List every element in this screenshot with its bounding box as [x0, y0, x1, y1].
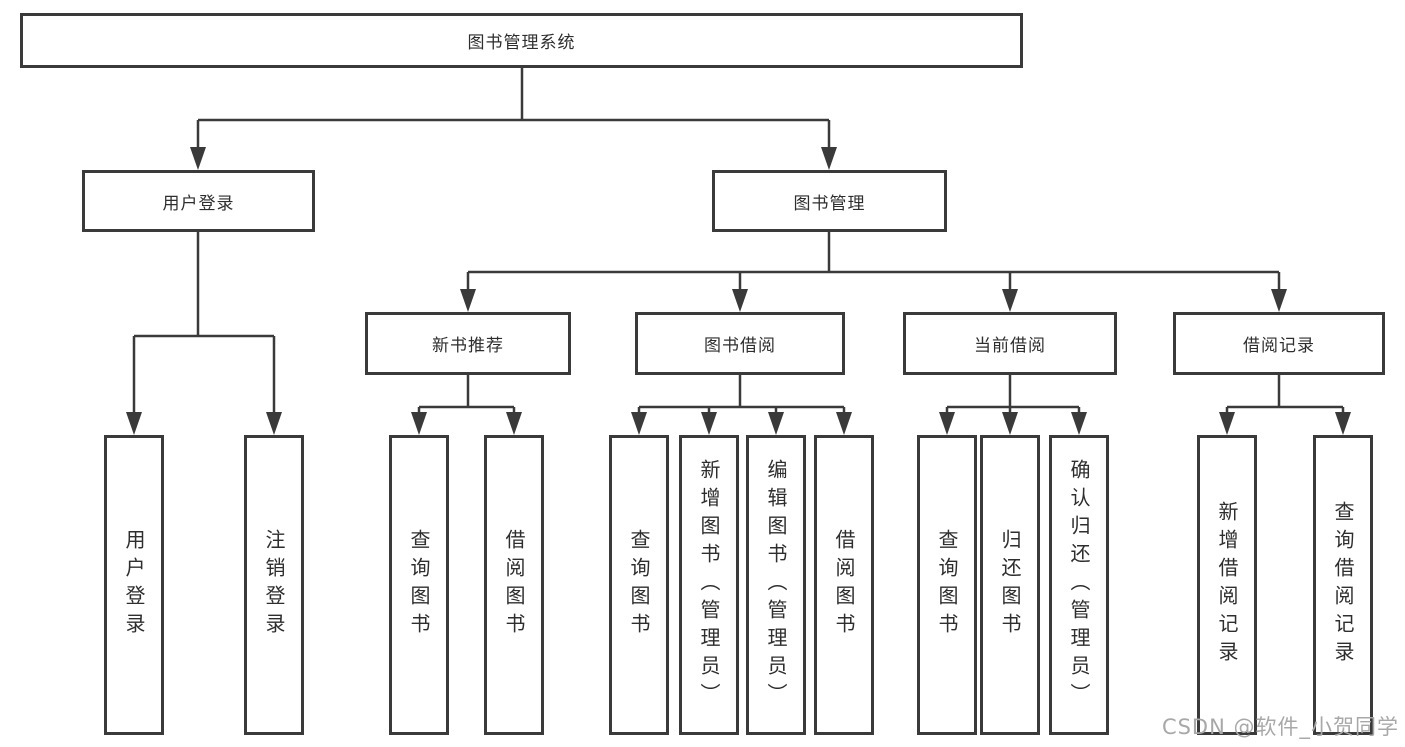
leaf-confirm-return-admin: 确认归还（管理员）	[1049, 435, 1109, 735]
leaf-add-books-admin-label: 新增图书（管理员）	[697, 459, 721, 711]
leaf-user-login: 用户登录	[104, 435, 164, 735]
arrow-down-icon	[768, 412, 784, 435]
connector-current-borrow-to-leaves	[945, 375, 1081, 416]
leaf-query-books-2-label: 查询图书	[627, 529, 651, 641]
node-book-borrow-label: 图书借阅	[704, 336, 776, 356]
node-book-mgmt-label: 图书管理	[793, 193, 866, 214]
node-user-login: 用户登录	[82, 170, 315, 232]
arrow-down-icon	[631, 412, 647, 435]
leaf-query-books-1: 查询图书	[389, 435, 449, 735]
arrow-down-icon	[506, 412, 522, 435]
arrow-down-icon	[190, 147, 206, 170]
node-book-mgmt: 图书管理	[712, 170, 947, 232]
leaf-confirm-return-admin-label: 确认归还（管理员）	[1067, 459, 1091, 711]
leaf-user-login-label: 用户登录	[122, 529, 146, 641]
leaf-query-books-3-label: 查询图书	[935, 529, 959, 641]
arrow-down-icon	[939, 412, 955, 435]
arrow-down-icon	[1071, 412, 1087, 435]
leaf-add-books-admin: 新增图书（管理员）	[679, 435, 739, 735]
connector-user-login-to-leaves	[132, 232, 276, 416]
node-current-borrow: 当前借阅	[903, 312, 1117, 375]
node-borrow-records-label: 借阅记录	[1243, 336, 1315, 356]
arrow-down-icon	[460, 289, 476, 312]
node-new-books: 新书推荐	[365, 312, 571, 375]
arrow-down-icon	[1002, 412, 1018, 435]
leaf-logout: 注销登录	[244, 435, 304, 735]
leaf-logout-label: 注销登录	[262, 529, 286, 641]
connector-new-books-to-leaves	[417, 375, 516, 416]
node-root-label: 图书管理系统	[467, 33, 576, 53]
node-current-borrow-label: 当前借阅	[974, 336, 1046, 356]
leaf-query-borrow-record: 查询借阅记录	[1313, 435, 1373, 735]
arrow-down-icon	[701, 412, 717, 435]
arrow-down-icon	[732, 289, 748, 312]
connector-root-to-level2	[196, 68, 831, 150]
csdn-watermark: CSDN @软件_小贺同学	[1161, 715, 1399, 739]
node-new-books-label: 新书推荐	[432, 336, 504, 356]
arrow-down-icon	[126, 412, 142, 435]
node-user-login-label: 用户登录	[162, 193, 235, 214]
node-root: 图书管理系统	[20, 13, 1023, 68]
arrow-down-icon	[411, 412, 427, 435]
leaf-borrow-books-2-label: 借阅图书	[832, 529, 856, 641]
connector-borrow-records-to-leaves	[1225, 375, 1345, 416]
leaf-borrow-books-2: 借阅图书	[814, 435, 874, 735]
arrow-down-icon	[1271, 289, 1287, 312]
leaf-edit-books-admin-label: 编辑图书（管理员）	[764, 459, 788, 711]
leaf-query-books-3: 查询图书	[917, 435, 977, 735]
leaf-query-borrow-record-label: 查询借阅记录	[1331, 501, 1355, 669]
arrow-down-icon	[821, 147, 837, 170]
leaf-borrow-books-1: 借阅图书	[484, 435, 544, 735]
leaf-edit-books-admin: 编辑图书（管理员）	[746, 435, 806, 735]
node-book-borrow: 图书借阅	[635, 312, 845, 375]
node-borrow-records: 借阅记录	[1173, 312, 1385, 375]
arrow-down-icon	[266, 412, 282, 435]
leaf-add-borrow-record-label: 新增借阅记录	[1215, 501, 1239, 669]
connector-book-mgmt-to-level3	[466, 232, 1281, 293]
arrow-down-icon	[1335, 412, 1351, 435]
arrow-down-icon	[836, 412, 852, 435]
leaf-query-books-1-label: 查询图书	[407, 529, 431, 641]
leaf-borrow-books-1-label: 借阅图书	[502, 529, 526, 641]
leaf-return-books-label: 归还图书	[998, 529, 1022, 641]
arrow-down-icon	[1002, 289, 1018, 312]
leaf-add-borrow-record: 新增借阅记录	[1197, 435, 1257, 735]
arrow-down-icon	[1219, 412, 1235, 435]
connector-book-borrow-to-leaves	[637, 375, 846, 416]
leaf-return-books: 归还图书	[980, 435, 1040, 735]
leaf-query-books-2: 查询图书	[609, 435, 669, 735]
